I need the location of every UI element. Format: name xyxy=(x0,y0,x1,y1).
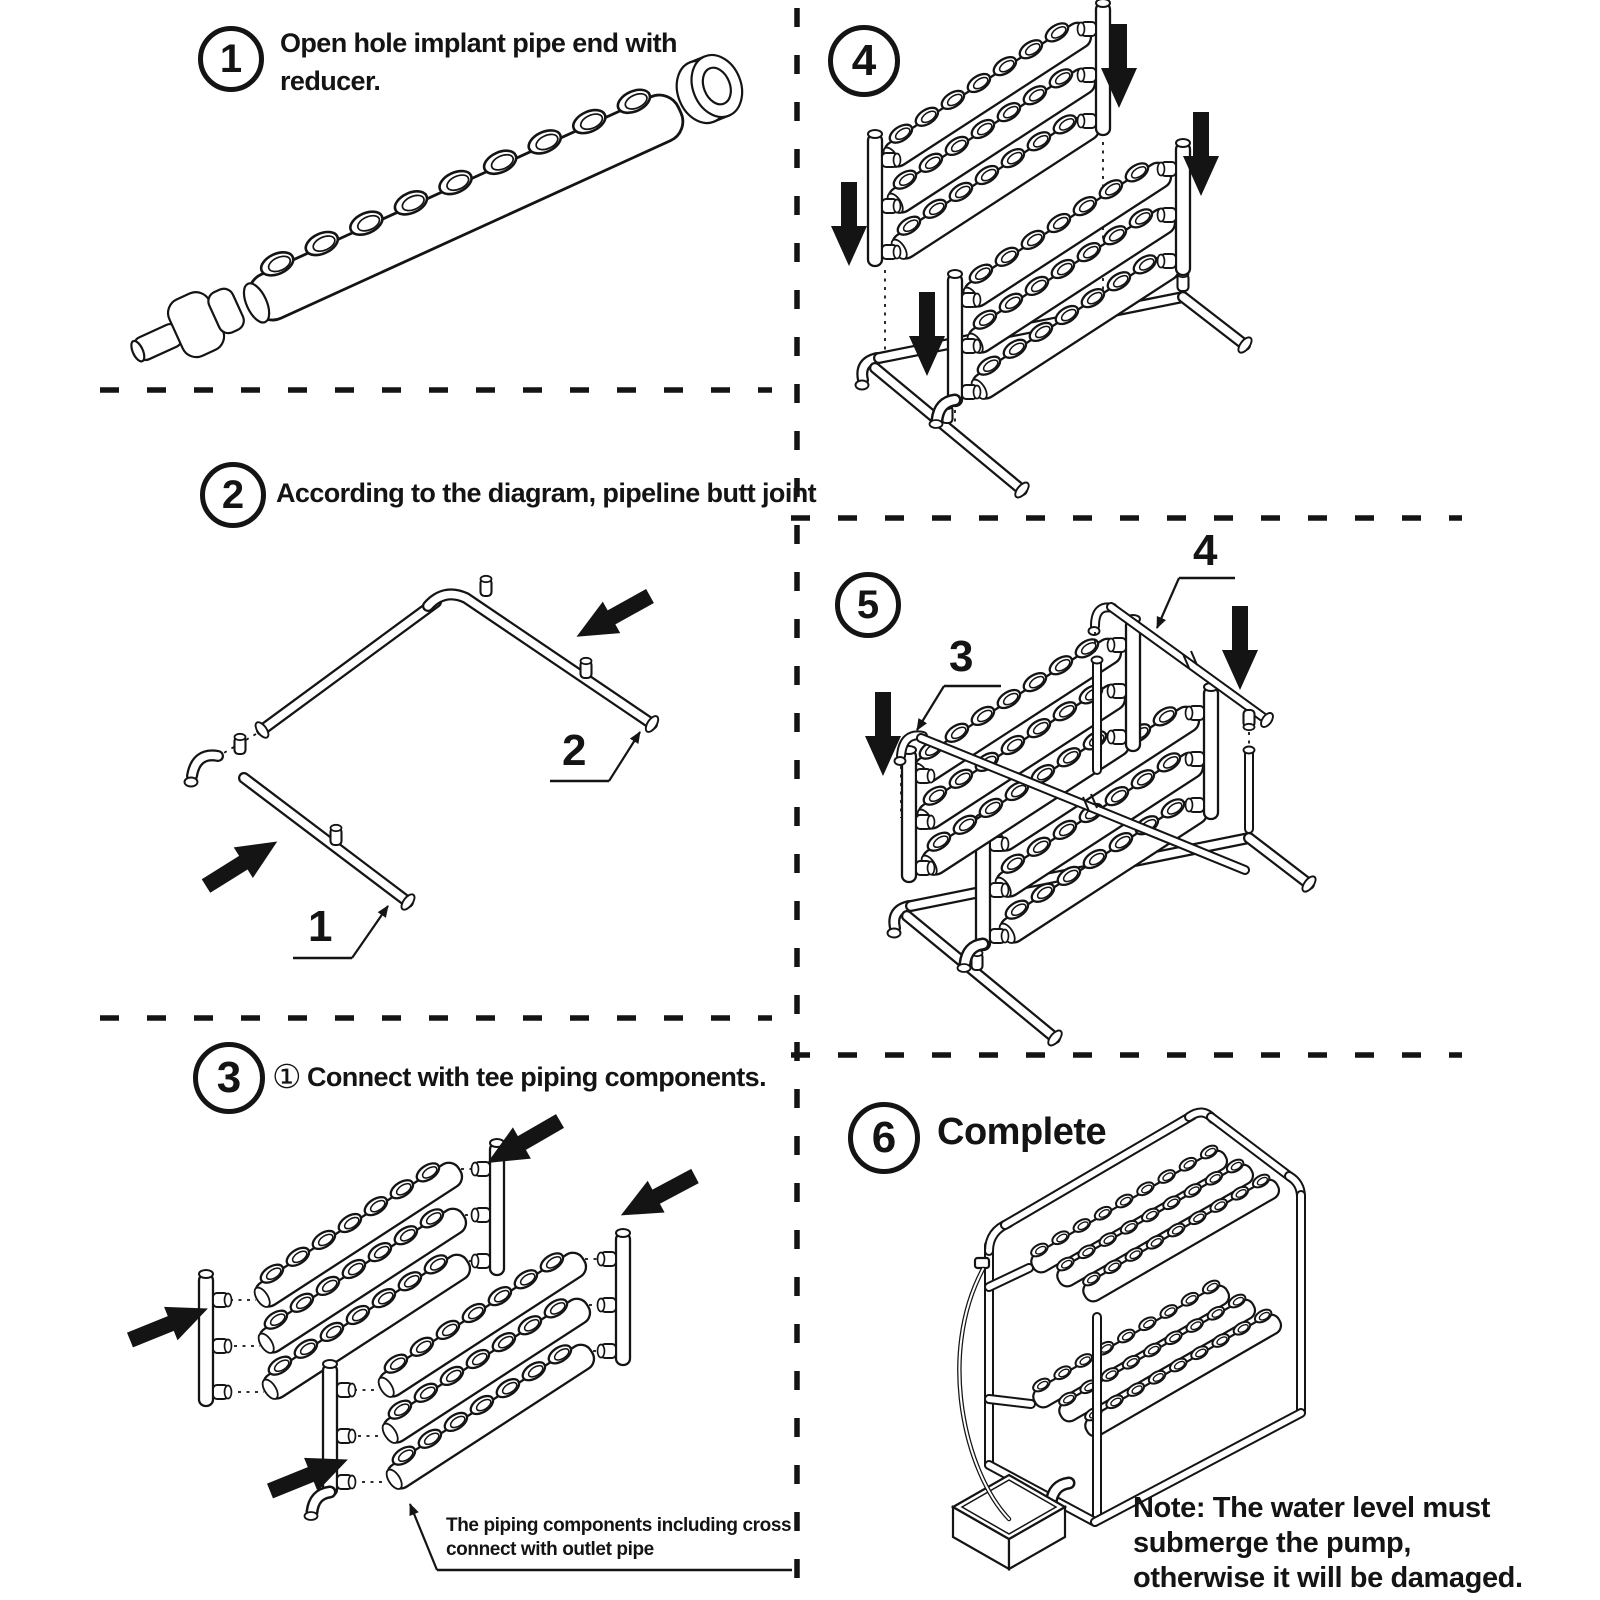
callout-pipe-2: 2 xyxy=(562,726,587,775)
insert-arrow-icon xyxy=(567,580,659,653)
step-2-badge: 2 xyxy=(200,462,266,528)
step-1-caption-line2: reducer. xyxy=(280,66,381,96)
sub-step-mark: ① xyxy=(272,1058,302,1095)
tee-manifold xyxy=(197,1268,233,1408)
step-1-badge: 1 xyxy=(198,26,264,92)
step-4-illustration xyxy=(831,0,1253,499)
step-5-badge: 5 xyxy=(835,572,901,638)
lower-left-pipe xyxy=(238,772,416,911)
down-arrow-icon xyxy=(831,182,867,266)
step-3-badge: 3 xyxy=(193,1042,265,1114)
callout-pipe-4: 4 xyxy=(1193,526,1218,575)
step-5-illustration xyxy=(865,576,1317,1047)
down-arrow-icon xyxy=(1222,606,1258,690)
outlet-elbow xyxy=(305,1492,331,1520)
pump-tube xyxy=(957,1256,1012,1522)
step-6-note: Note: The water level must submerge the … xyxy=(1133,1492,1523,1594)
step-3-illustration xyxy=(123,1105,792,1572)
step-1-illustration xyxy=(130,53,744,363)
step-2-caption: According to the diagram, pipeline butt … xyxy=(276,478,817,508)
step-6-badge: 6 xyxy=(848,1102,920,1174)
top-rail-pipe-3 xyxy=(893,730,1250,875)
water-tank xyxy=(950,1473,1068,1571)
top-rail-pipe-4 xyxy=(1087,602,1274,747)
grow-pipe xyxy=(232,76,690,328)
step-1-caption: Open hole implant pipe end with reducer. xyxy=(280,24,678,100)
step-5-panel: 5 3 4 xyxy=(797,518,1600,1055)
callout-pipe-1: 1 xyxy=(308,902,333,951)
apex-elbow-and-right-pipe xyxy=(422,574,660,733)
callout-1-leader xyxy=(351,905,389,959)
corner-post xyxy=(1242,745,1256,834)
frame xyxy=(984,1107,1306,1470)
pipe-group-a xyxy=(197,1137,506,1408)
step-6-illustration xyxy=(950,1107,1306,1571)
reducer-fitting xyxy=(130,287,245,363)
reducer-ring xyxy=(675,53,744,125)
step-2-panel: 2 According to the diagram, pipeline but… xyxy=(0,390,817,1018)
insert-arrow-icon xyxy=(612,1160,704,1232)
step-1-panel: 1 Open hole implant pipe end with reduce… xyxy=(0,0,797,390)
step-2-illustration xyxy=(183,574,660,960)
callout-4-leader xyxy=(1155,577,1181,629)
step-3-note: The piping components including cross co… xyxy=(446,1515,792,1560)
corner-elbow xyxy=(183,732,247,788)
down-arrow-icon xyxy=(909,292,945,376)
step-4-panel: 4 xyxy=(797,0,1600,518)
upper-left-pipe xyxy=(254,596,442,739)
step-1-caption-line1: Open hole implant pipe end with xyxy=(280,28,678,58)
insert-arrow-icon xyxy=(196,826,287,902)
step-3-caption-text: Connect with tee piping components. xyxy=(306,1062,767,1092)
step-6-caption: Complete xyxy=(937,1111,1107,1153)
corner-post xyxy=(1090,655,1104,775)
pipe-group-b xyxy=(305,1227,632,1520)
note-leader xyxy=(408,1503,439,1571)
tee-manifold xyxy=(596,1227,632,1367)
step-4-badge: 4 xyxy=(828,25,900,97)
callout-pipe-3: 3 xyxy=(949,632,974,681)
callout-3-leader xyxy=(916,685,945,731)
callout-2-leader xyxy=(608,731,641,782)
step-6-panel: 6 Complete Note: The water level must su… xyxy=(797,1055,1600,1600)
bottom-tier-pipes xyxy=(1027,1277,1285,1440)
top-tier-pipes xyxy=(1025,1142,1283,1305)
